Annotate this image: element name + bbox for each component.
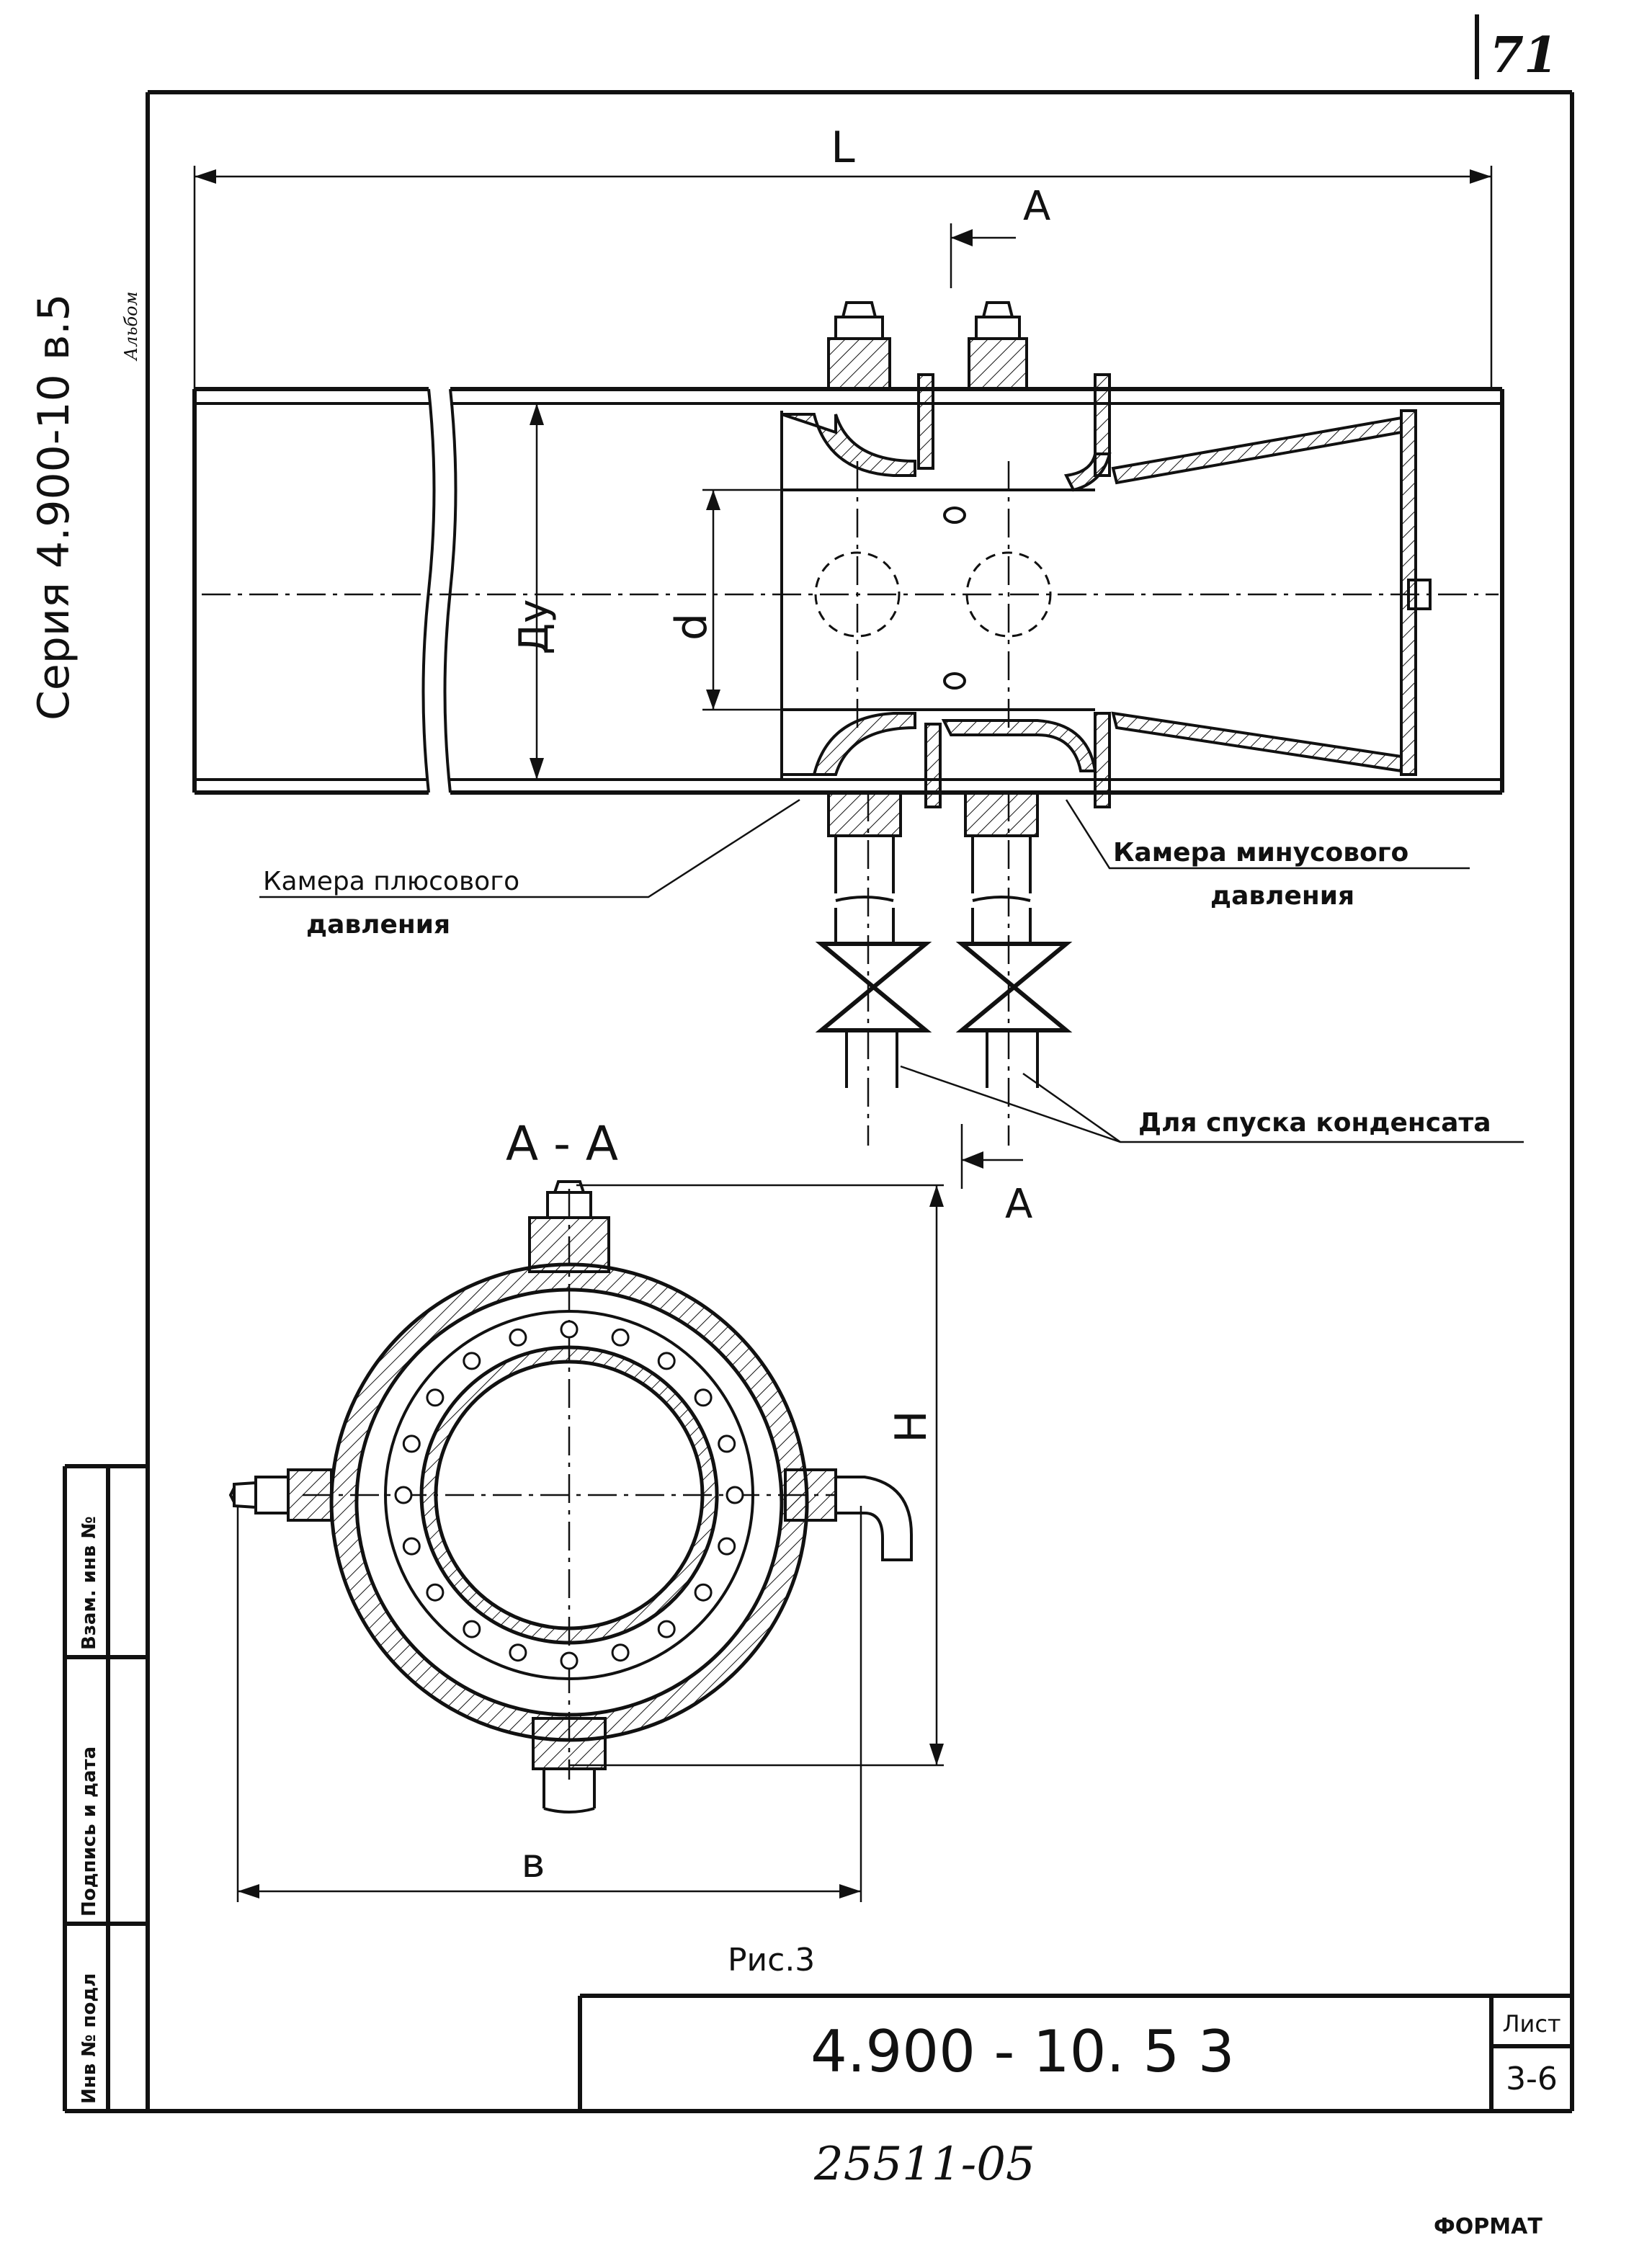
- inventory-number: 25511-05: [813, 2138, 1035, 2191]
- side-stamp: Инв № подл Подпись и дата Взам. инв №: [79, 1516, 100, 2104]
- bolt-holes: [394, 1320, 744, 1670]
- figure-caption: Рис.3: [728, 1942, 815, 1978]
- bolt-hole: [394, 1486, 413, 1504]
- bolt-hole: [694, 1388, 713, 1407]
- bolt-hole: [402, 1537, 421, 1556]
- bolt-hole: [426, 1388, 445, 1407]
- dim-width: в: [521, 1840, 545, 1887]
- bolt-hole: [657, 1352, 676, 1370]
- leader-labels: Камера плюсового давления Камера минусов…: [259, 798, 1524, 1143]
- label-minus-chamber-line1: Камера минусового: [1113, 838, 1408, 867]
- bolt-hole: [725, 1486, 744, 1504]
- label-minus-chamber-line2: давления: [1210, 881, 1354, 911]
- side-stamp-inv-original: Инв № подл: [79, 1973, 100, 2104]
- bolt-hole: [402, 1435, 421, 1453]
- bolt-hole: [560, 1320, 579, 1339]
- top-fittings: [827, 301, 1028, 391]
- drain-outlets: [815, 791, 1073, 1146]
- label-plus-chamber-line2: давления: [306, 910, 450, 940]
- label-plus-chamber-line1: Камера плюсового: [263, 867, 519, 896]
- bolt-hole: [694, 1583, 713, 1602]
- pipeline-assembly: L Ду d: [192, 122, 1504, 1228]
- bolt-hole: [463, 1620, 481, 1638]
- bolt-hole: [657, 1620, 676, 1638]
- bolt-hole: [426, 1583, 445, 1602]
- drawing-designation: 4.900 - 10. 5 3: [811, 2018, 1235, 2085]
- sheet-number: 3-6: [1506, 2061, 1558, 2097]
- section-title: А - А: [506, 1116, 618, 1172]
- side-stamp-replace-inv: Взам. инв №: [79, 1516, 100, 1650]
- series-stamp: Серия 4.900-10 в.5: [29, 294, 79, 721]
- album-note: Альбом: [121, 291, 141, 362]
- sheet-label: Лист: [1502, 2010, 1561, 2038]
- bolt-hole: [560, 1651, 579, 1670]
- format-note: ФОРМАТ: [1434, 2214, 1542, 2239]
- bolt-hole: [611, 1643, 630, 1662]
- bolt-hole: [611, 1328, 630, 1347]
- bolt-hole: [463, 1352, 481, 1370]
- label-condensate-drain: Для спуска конденсата: [1138, 1108, 1491, 1138]
- page-number: 71: [1490, 27, 1558, 84]
- dim-length: L: [831, 122, 855, 173]
- bolt-hole: [718, 1537, 736, 1556]
- side-stamp-signature-date: Подпись и дата: [79, 1746, 100, 1917]
- bolt-hole: [509, 1643, 527, 1662]
- section-a-a: А - А Н в: [228, 1116, 944, 1902]
- section-mark-top: А: [1023, 183, 1050, 230]
- bolt-hole: [509, 1328, 527, 1347]
- sheet-frame: [63, 14, 1574, 2113]
- section-mark-bottom: А: [1005, 1181, 1032, 1228]
- dim-inner-diameter: d: [666, 613, 717, 641]
- bolt-hole: [718, 1435, 736, 1453]
- dim-height: Н: [886, 1410, 937, 1442]
- dim-nominal-diameter: Ду: [511, 599, 558, 655]
